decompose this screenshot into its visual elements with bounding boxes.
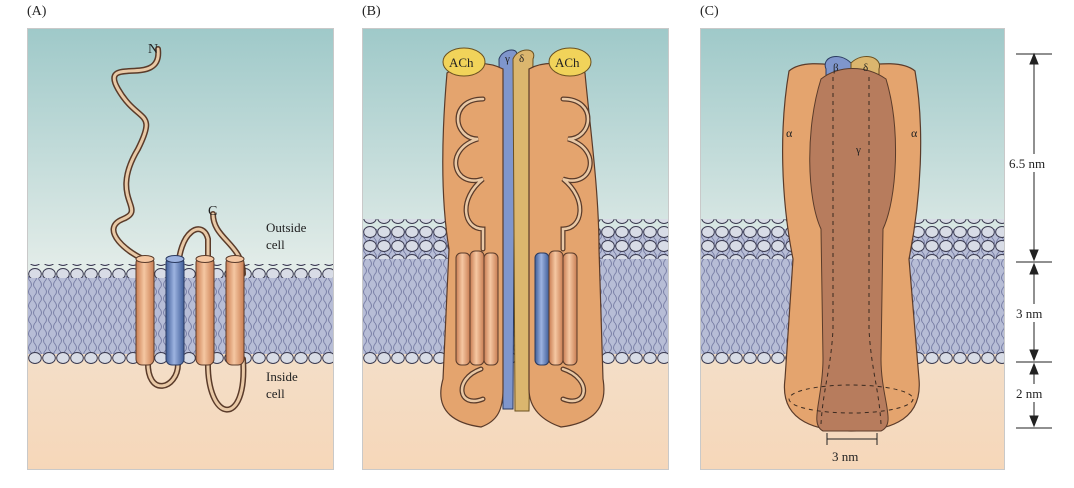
panel-c-figure: α α β δ γ 3 nm <box>701 29 1004 469</box>
ach-left-label: ACh <box>449 55 474 70</box>
inside-line-1: Inside <box>266 369 298 384</box>
helix-m2 <box>165 256 185 366</box>
delta-label: δ <box>519 53 524 65</box>
gamma-label: γ <box>855 144 861 156</box>
gamma-label: γ <box>504 53 510 65</box>
scale-label-2: 3 nm <box>1016 306 1042 321</box>
alpha-left-label: α <box>786 126 793 140</box>
pore-width-scale <box>826 433 878 445</box>
panel-b-receptor-section: ACh ACh γ δ <box>362 28 669 470</box>
outside-cell-label: Outside cell <box>266 220 310 252</box>
helix-bundle-right <box>534 250 578 366</box>
beta-label: β <box>833 62 839 74</box>
outside-line-1: Outside <box>266 220 307 235</box>
dimension-scale: 6.5 nm 3 nm 2 nm <box>1008 52 1068 429</box>
helix-m1 <box>135 256 155 366</box>
inside-line-2: cell <box>266 386 285 401</box>
panel-a-figure: N C Outside cell Inside cell <box>28 29 333 469</box>
c-terminus-label: C <box>208 204 217 219</box>
subunit-chains <box>453 96 593 404</box>
scale-label-1: 6.5 nm <box>1009 156 1045 171</box>
n-terminus-label: N <box>148 42 158 57</box>
helix-bundle-left <box>455 250 499 366</box>
ach-right-label: ACh <box>555 55 580 70</box>
helix-m3 <box>195 256 215 366</box>
panel-a-subunit-topology: N C Outside cell Inside cell <box>27 28 334 470</box>
inside-cell-label: Inside cell <box>266 369 301 401</box>
helix-m4 <box>225 256 245 366</box>
scale-label-3: 2 nm <box>1016 386 1042 401</box>
outside-line-2: cell <box>266 237 285 252</box>
panel-b-figure: ACh ACh γ δ <box>363 29 668 469</box>
alpha-right-label: α <box>911 126 918 140</box>
gamma-subunit-core <box>809 68 897 432</box>
pore-outline <box>788 77 914 425</box>
panel-a-label: (A) <box>27 4 47 19</box>
panel-b-label: (B) <box>362 4 381 19</box>
pore-width-label: 3 nm <box>832 449 858 464</box>
ach-site-right <box>548 47 592 77</box>
transmembrane-helices <box>135 255 245 366</box>
panel-c-receptor-dimensions: α α β δ γ 3 nm <box>700 28 1005 470</box>
extracellular-space <box>28 29 333 279</box>
panel-c-label: (C) <box>700 4 719 19</box>
polypeptide-chain <box>110 46 247 413</box>
delta-label: δ <box>863 62 868 74</box>
ach-site-left <box>442 47 486 77</box>
